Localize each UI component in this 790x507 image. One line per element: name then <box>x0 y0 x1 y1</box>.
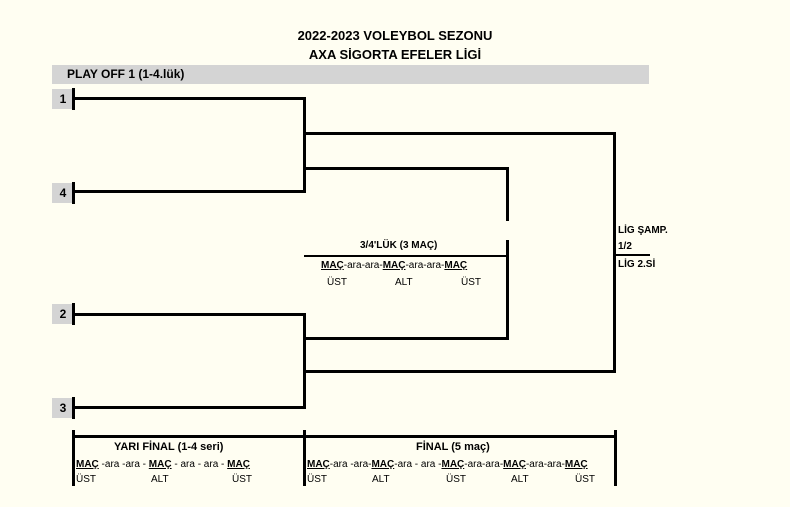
semi-final-venue: ÜST <box>232 474 252 485</box>
final-schedule: MAÇ-ara -ara-MAÇ-ara - ara -MAÇ-ara-ara-… <box>307 459 588 470</box>
section-bar: PLAY OFF 1 (1-4.lük) <box>52 65 649 84</box>
bracket-line <box>303 167 509 170</box>
semi-final-schedule: MAÇ -ara -ara - MAÇ - ara - ara - MAÇ <box>76 459 250 470</box>
bracket-line <box>303 97 306 193</box>
seed-2: 2 <box>52 304 74 324</box>
final-venue: ÜST <box>575 474 595 485</box>
final-venue: ÜST <box>446 474 466 485</box>
third-place-venue: ÜST <box>327 277 347 288</box>
table-border <box>72 435 617 438</box>
champion-divider <box>616 254 650 256</box>
table-border <box>72 430 75 486</box>
final-title: FİNAL (5 maç) <box>416 441 490 453</box>
bracket-line <box>506 240 509 340</box>
bracket-line <box>72 406 306 409</box>
bracket-line <box>72 97 306 100</box>
third-place-schedule: MAÇ-ara-ara-MAÇ-ara-ara-MAÇ <box>321 260 468 271</box>
third-place-venue: ALT <box>395 277 413 288</box>
bracket-line <box>613 132 616 373</box>
bracket-line <box>72 182 75 204</box>
third-place-title: 3/4'LÜK (3 MAÇ) <box>360 240 438 251</box>
semi-final-title: YARI FİNAL (1-4 seri) <box>114 441 224 453</box>
champion-label: LİG ŞAMP. <box>618 225 668 236</box>
third-place-divider <box>304 255 507 257</box>
semi-final-venue: ALT <box>151 474 169 485</box>
final-venue: ALT <box>511 474 529 485</box>
bracket-line <box>72 190 306 193</box>
page-title: 2022-2023 VOLEYBOL SEZONU <box>297 28 493 43</box>
bracket-line <box>506 167 509 221</box>
bracket-line <box>303 313 306 409</box>
bracket-line <box>303 132 616 135</box>
table-border <box>303 430 306 486</box>
page-subtitle: AXA SİGORTA EFELER LİGİ <box>308 47 482 62</box>
table-border <box>614 430 617 486</box>
seed-1: 1 <box>52 89 74 109</box>
seed-4: 4 <box>52 183 74 203</box>
semi-final-venue: ÜST <box>76 474 96 485</box>
section-label: PLAY OFF 1 (1-4.lük) <box>67 67 185 81</box>
final-venue: ÜST <box>307 474 327 485</box>
third-place-venue: ÜST <box>461 277 481 288</box>
bracket-line <box>303 337 509 340</box>
bracket-line <box>303 370 616 373</box>
champion-score: 1/2 <box>618 241 632 252</box>
runner-up-label: LİG 2.Sİ <box>618 259 656 270</box>
bracket-line <box>72 313 306 316</box>
seed-3: 3 <box>52 398 74 418</box>
final-venue: ALT <box>372 474 390 485</box>
